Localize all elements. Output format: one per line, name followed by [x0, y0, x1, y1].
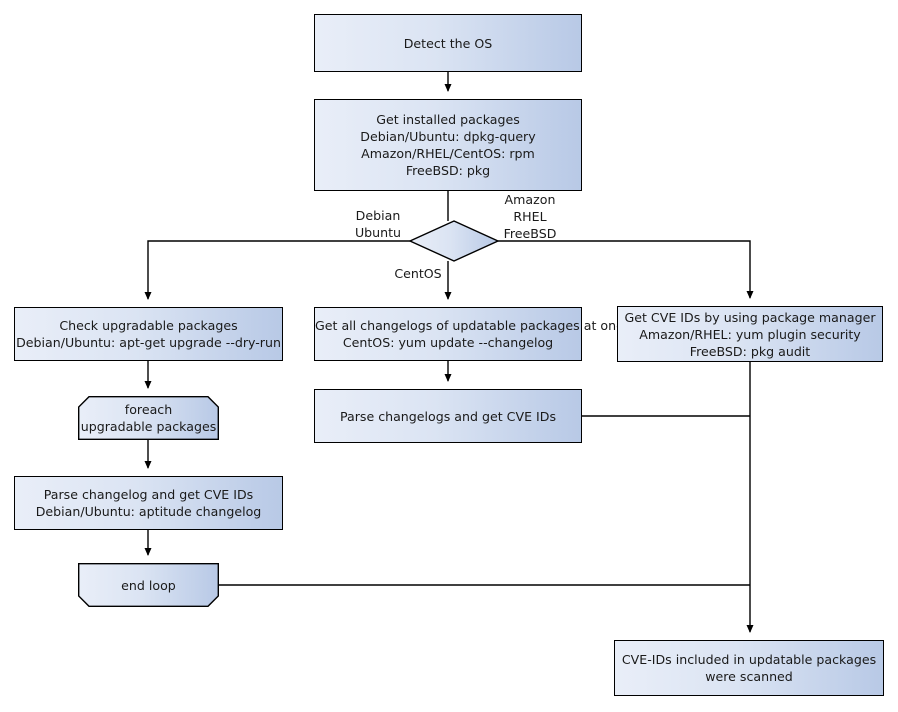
node-foreach-loop-start[interactable]: foreach upgradable packages [78, 396, 219, 440]
node-line: Get installed packages [376, 112, 520, 127]
edge-label-line: CentOS [394, 266, 442, 281]
edge-decision-debian [144, 240, 410, 301]
edge-label-amazon-rhel-freebsd: Amazon RHEL FreeBSD [495, 191, 565, 242]
loop-start-shape [78, 396, 219, 440]
node-parse-changelog-aptitude[interactable]: Parse changelog and get CVE IDs Debian/U… [14, 476, 283, 530]
node-end-loop[interactable]: end loop [78, 563, 219, 607]
node-line: Amazon/RHEL: yum plugin security [639, 326, 861, 342]
node-line: Amazon/RHEL/CentOS: rpm [361, 146, 535, 161]
os-decision-diamond [408, 220, 500, 262]
node-line: Parse changelog and get CVE IDs [43, 487, 254, 502]
node-detect-os[interactable]: Detect the OS [314, 14, 582, 72]
node-get-installed-packages[interactable]: Get installed packages Debian/Ubuntu: dp… [314, 99, 582, 191]
node-cve-ids-scanned[interactable]: CVE-IDs included in updatable packages w… [614, 640, 884, 696]
edge-decision-amazon [498, 240, 754, 300]
edge-label-line: FreeBSD [503, 226, 557, 241]
node-get-cve-ids-package-manager[interactable]: Get CVE IDs by using package manager Ama… [617, 306, 883, 362]
node-line: Debian/Ubuntu: apt-get upgrade --dry-run [16, 335, 281, 350]
edge-label-line: Ubuntu [354, 225, 402, 240]
node-parse-changelogs-get-cve-ids[interactable]: Parse changelogs and get CVE IDs [314, 389, 582, 443]
node-line: Get CVE IDs by using package manager [624, 309, 876, 325]
node-line: CVE-IDs included in updatable packages [621, 652, 877, 667]
edge-label-line: Amazon [504, 192, 556, 207]
loop-end-shape [78, 563, 219, 607]
node-line: Debian/Ubuntu: dpkg-query [360, 129, 536, 144]
node-line: Debian/Ubuntu: aptitude changelog [35, 504, 262, 519]
edge-label-centos: CentOS [390, 265, 446, 282]
node-line: FreeBSD: pkg audit [689, 343, 811, 359]
node-line: Parse changelogs and get CVE IDs [339, 408, 557, 424]
node-line: end loop [121, 577, 176, 593]
node-line: upgradable packages [80, 419, 217, 434]
node-line: Get all changelogs of updatable packages… [315, 318, 631, 333]
node-line: Detect the OS [403, 35, 493, 51]
node-line: CentOS: yum update --changelog [342, 335, 554, 350]
node-get-all-changelogs[interactable]: Get all changelogs of updatable packages… [314, 307, 631, 361]
node-line: FreeBSD: pkg [405, 163, 491, 178]
node-check-upgradable-packages[interactable]: Check upgradable packages Debian/Ubuntu:… [14, 307, 283, 361]
edge-label-line: Debian [355, 208, 401, 223]
node-line: foreach [124, 402, 173, 417]
edge-label-line: RHEL [513, 209, 547, 224]
node-line: Check upgradable packages [59, 318, 238, 333]
node-line: were scanned [705, 669, 793, 684]
edge-label-debian-ubuntu: Debian Ubuntu [349, 207, 407, 241]
